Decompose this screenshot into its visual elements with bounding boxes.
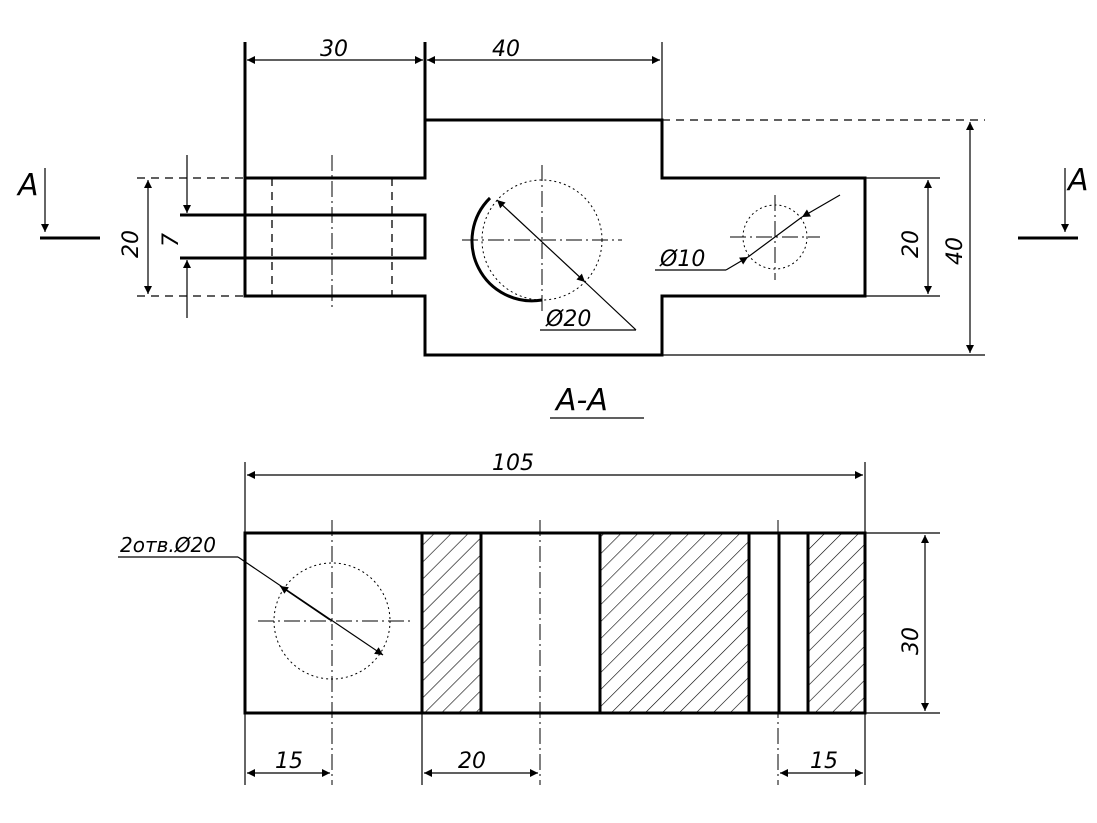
section-view [243, 520, 867, 785]
dim-middle-label: 20 [458, 749, 486, 774]
large-hole-visible-arc [470, 196, 543, 303]
dia-small-label: Ø10 [659, 247, 705, 272]
dim-height-label: 30 [899, 627, 924, 655]
diameter-leader [725, 256, 749, 271]
dim-left-label: 15 [275, 749, 303, 774]
section-title: A-A [554, 383, 608, 418]
top-view-dimensions: 30 40 20 7 20 40 Ø20 Ø10 [119, 37, 985, 356]
dim-right-outer-label: 40 [943, 237, 968, 265]
section-view-dimensions: 105 30 15 20 15 2отв.Ø20 [118, 451, 940, 785]
dim-left-slot-label: 7 [159, 233, 184, 247]
holes-leader-arrow [279, 585, 331, 621]
diameter-leader [747, 216, 803, 258]
section-outline [243, 531, 867, 715]
dim-top-left-label: 30 [320, 37, 348, 62]
dim-left-outer-label: 20 [119, 230, 144, 258]
section-mark-right-label: A [1066, 163, 1089, 198]
hatched-region [600, 533, 749, 713]
hatched-region [808, 533, 865, 713]
holes-note-label: 2отв.Ø20 [120, 533, 216, 557]
section-marks: A A [16, 163, 1089, 240]
diameter-leader [801, 194, 841, 218]
dia-large-label: Ø20 [545, 307, 591, 332]
slot-outline [180, 213, 427, 260]
dim-right-inner-label: 20 [899, 230, 924, 258]
holes-leader [237, 556, 384, 656]
diameter-leader [496, 199, 586, 283]
dim-top-right-label: 40 [492, 37, 520, 62]
dim-right-label: 15 [810, 749, 838, 774]
hatched-region [422, 533, 481, 713]
diameter-leader [584, 281, 637, 331]
top-view [137, 42, 985, 357]
dim-overall-label: 105 [492, 451, 534, 476]
section-mark-left-label: A [16, 168, 39, 203]
